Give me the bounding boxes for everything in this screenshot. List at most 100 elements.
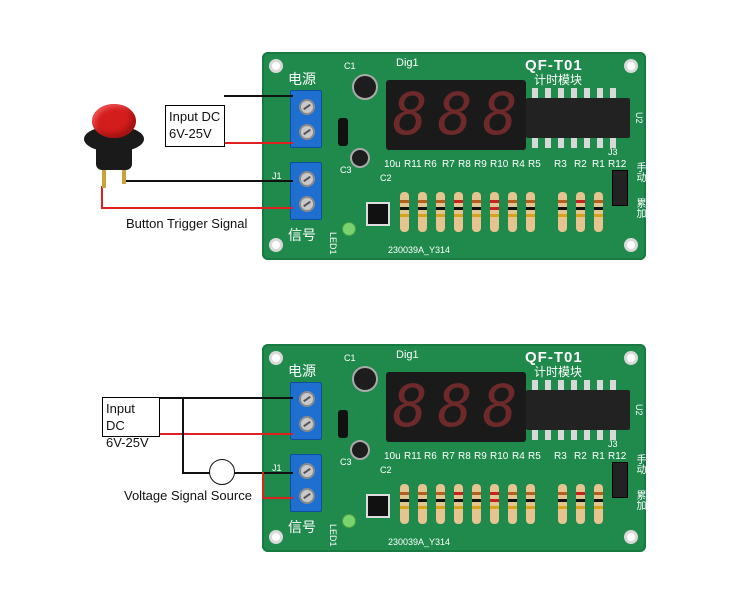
c1-label: C1 [344, 61, 356, 71]
ic-pin [584, 138, 590, 148]
resistor [576, 192, 585, 232]
resistor [472, 192, 481, 232]
r-label: R2 [574, 159, 587, 170]
ic-pin [610, 88, 616, 98]
terminal-screw [299, 463, 315, 479]
ic-pin [545, 380, 551, 390]
u2-label: U2 [634, 404, 644, 416]
resistor [454, 484, 463, 524]
seven-segment-display: 8 8 8 [386, 80, 526, 150]
resistor [594, 192, 603, 232]
mount-hole [624, 238, 638, 252]
power-line-2: 6V-25V [106, 435, 149, 450]
ic-pin [597, 380, 603, 390]
voltage-source-symbol [209, 459, 235, 485]
digit-label: Dig1 [396, 349, 419, 361]
signal-terminal [290, 162, 322, 220]
resistor [436, 192, 445, 232]
ic-pin [545, 430, 551, 440]
ic-pin [610, 430, 616, 440]
ic-pin [571, 138, 577, 148]
display-digit: 8 [437, 372, 473, 440]
ic-pin [558, 138, 564, 148]
ic-pin [532, 138, 538, 148]
resistor [418, 192, 427, 232]
board-subtitle: 计时模块 [534, 365, 583, 379]
wire-red [101, 186, 103, 209]
mount-hole [269, 238, 283, 252]
resistor [508, 484, 517, 524]
date-code: 230039A_Y314 [388, 245, 451, 255]
accumulate-label: 累加 [634, 490, 645, 510]
r-label: R8 [458, 159, 471, 170]
timer-board-bottom: QF-T01 计时模块 Dig1 电源 信号 230039A_Y314 U2 J… [262, 344, 646, 552]
power-terminal [290, 382, 322, 440]
c2-label: C2 [380, 465, 392, 475]
timer-board-top: QF-T01 计时模块 Dig1 电源 信号 230039A_Y314 U2 J… [262, 52, 646, 260]
r-label: 10u [384, 451, 401, 462]
r-label: R12 [608, 159, 627, 170]
j3-label: J3 [608, 439, 618, 449]
resistor [418, 484, 427, 524]
button-body [96, 144, 132, 170]
terminal-screw [299, 196, 315, 212]
resistor [490, 484, 499, 524]
resistor [576, 484, 585, 524]
resistor [490, 192, 499, 232]
wire-red [224, 142, 293, 144]
resistor [526, 484, 535, 524]
wire-black [224, 95, 293, 97]
jumper-j3 [612, 462, 628, 498]
push-button[interactable] [78, 104, 148, 190]
r-label: R2 [574, 451, 587, 462]
ic-pin [584, 88, 590, 98]
button-leg [122, 170, 126, 184]
digit-label: Dig1 [396, 57, 419, 69]
power-line-1: Input DC [169, 109, 221, 124]
ic-pin [545, 88, 551, 98]
diode [338, 410, 348, 438]
resistor [526, 192, 535, 232]
terminal-screw [299, 124, 315, 140]
wire-black [158, 397, 293, 399]
terminal-screw [299, 171, 315, 187]
diode [338, 118, 348, 146]
j1-label: J1 [272, 463, 282, 473]
terminal-screw [299, 391, 315, 407]
signal-silk: 信号 [288, 519, 316, 535]
board-subtitle: 计时模块 [534, 73, 583, 87]
ic-pin [597, 138, 603, 148]
wire-red [262, 472, 264, 498]
ic-pin [610, 138, 616, 148]
mount-hole [269, 59, 283, 73]
wire-black [182, 397, 184, 473]
c3-label: C3 [340, 457, 352, 467]
capacitor-c1 [352, 366, 378, 392]
ic-pin [571, 88, 577, 98]
r-label: R1 [592, 159, 605, 170]
signal-terminal [290, 454, 322, 512]
resistor [508, 192, 517, 232]
c3-label: C3 [340, 165, 352, 175]
c2-label: C2 [380, 173, 392, 183]
r-label: R6 [424, 159, 437, 170]
resistor [472, 484, 481, 524]
capacitor-c3 [350, 440, 370, 460]
r-label: 10u [384, 159, 401, 170]
resistor [436, 484, 445, 524]
r-label: R3 [554, 451, 567, 462]
resistor [400, 484, 409, 524]
r-label: R9 [474, 451, 487, 462]
power-input-label: Input DC 6V-25V [102, 397, 160, 450]
power-silk: 电源 [288, 363, 316, 379]
led1-label: LED1 [328, 524, 338, 547]
r-label: R10 [490, 159, 509, 170]
capacitor-c1 [352, 74, 378, 100]
optocoupler [366, 494, 390, 518]
mount-hole [624, 351, 638, 365]
mount-hole [624, 59, 638, 73]
r-label: R3 [554, 159, 567, 170]
seven-segment-display: 8 8 8 [386, 372, 526, 442]
resistor [454, 192, 463, 232]
capacitor-c3 [350, 148, 370, 168]
